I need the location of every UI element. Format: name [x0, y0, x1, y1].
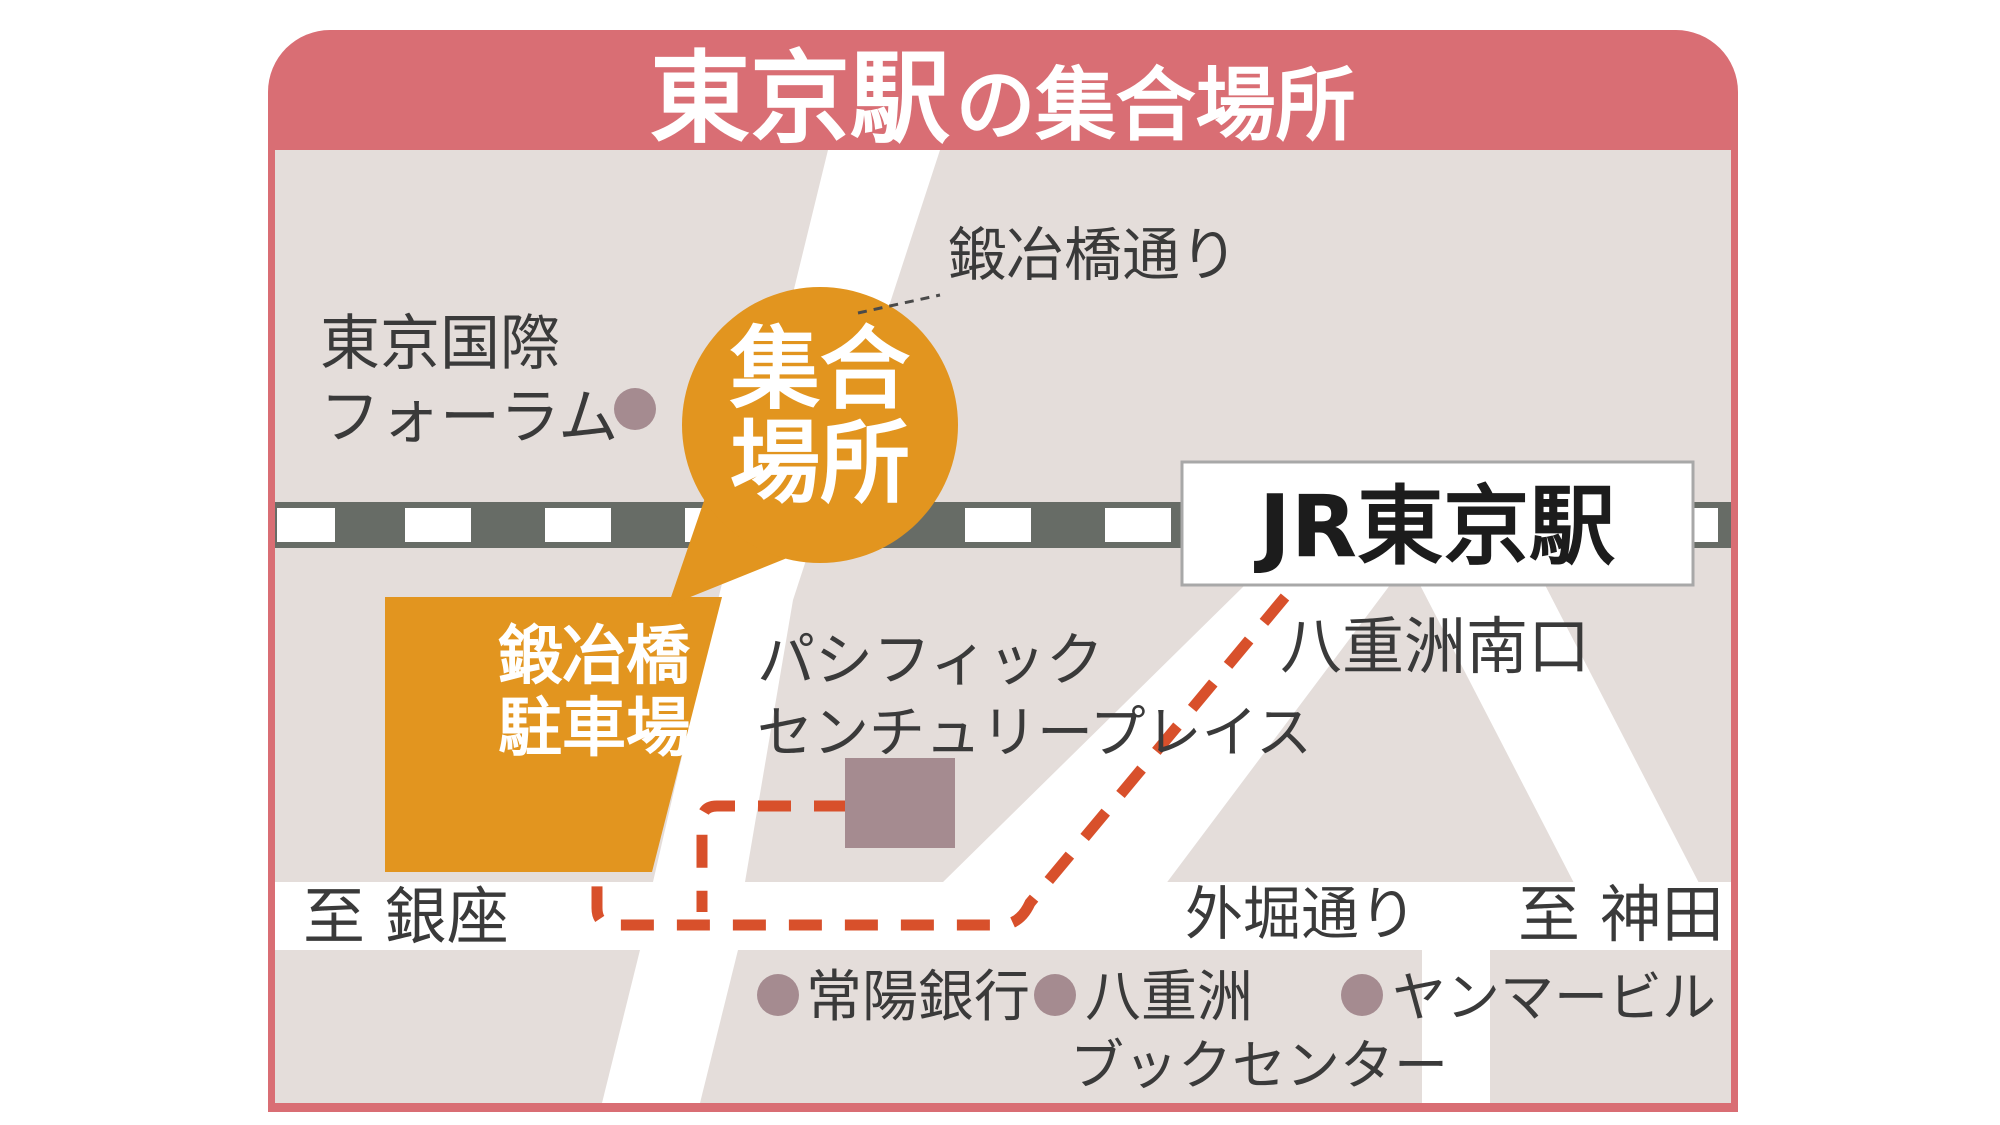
railway-tie: [1693, 508, 1718, 542]
jr-tokyo-station-label: JR東京駅: [1254, 477, 1615, 577]
yanmar-building-label: ヤンマービル: [1392, 966, 1716, 1029]
page-title-suffix: の集合場所: [956, 59, 1356, 152]
kajibashi-parking-label-line1: 鍛冶橋: [498, 620, 691, 694]
kajibashi-parking-label-line2: 駐車場: [498, 692, 690, 766]
to-ginza-label: 至 銀座: [303, 880, 509, 953]
pacific-label-line2: センチュリープレイス: [757, 701, 1312, 766]
railway-tie: [277, 508, 335, 542]
meeting-place-label-line2: 場所: [730, 411, 910, 516]
yaesu-south-exit-label: 八重洲南口: [1280, 610, 1590, 683]
page-title-main: 東京駅: [650, 40, 950, 157]
to-kanda-label: 至 神田: [1518, 878, 1724, 951]
road-kajibashi-dori-lower: [602, 950, 738, 1103]
kajibashi-dori-label: 鍛冶橋通り: [948, 221, 1238, 289]
pacific-century-building: [845, 758, 955, 848]
railway-tie: [965, 508, 1031, 542]
walking-route-spur: [696, 800, 847, 912]
landmark-dots: [614, 388, 1383, 1016]
jr-tokyo-station-box: JR東京駅: [1180, 460, 1695, 587]
joyo-bank-dot-icon: [757, 974, 799, 1016]
yaesu-book-dot-icon: [1034, 974, 1076, 1016]
page-title: 東京駅 の集合場所: [650, 40, 1356, 157]
pacific-label-line1: パシフィック: [757, 626, 1104, 694]
joyo-bank-label: 常陽銀行: [806, 965, 1030, 1030]
forum-label-line2: フォーラム: [320, 383, 618, 453]
balloon-tail: [668, 498, 802, 606]
sotobori-dori-label: 外堀通り: [1185, 880, 1417, 948]
kajibashi-parking-area: 鍛冶橋 駐車場: [385, 597, 722, 872]
yanmar-dot-icon: [1341, 974, 1383, 1016]
railway-tie: [545, 508, 611, 542]
railway-tie: [1105, 508, 1171, 542]
yaesu-book-label-line1: 八重洲: [1085, 965, 1253, 1030]
forum-dot-icon: [614, 388, 656, 430]
kajibashi-dori-leader-line: [857, 293, 941, 315]
road-sotobori-dori: [275, 882, 1731, 950]
kajibashi-dori-callout: 鍛冶橋通り: [857, 221, 1238, 315]
meeting-place-label-line1: 集合: [729, 317, 910, 422]
walking-route: [591, 593, 1290, 931]
balloon-circle: [682, 287, 958, 563]
jr-tokyo-station-bg: [1180, 460, 1695, 587]
road-bottom-right-vertical: [1422, 950, 1490, 1103]
forum-label-line1: 東京国際: [320, 309, 560, 379]
meeting-place-balloon-icon: 集合 場所: [668, 287, 958, 606]
yaesu-book-label-line2: ブックセンター: [1070, 1034, 1448, 1097]
road-station-approach-right: [1420, 585, 1700, 885]
railway-tie: [405, 508, 471, 542]
kajibashi-parking-shape: [385, 597, 722, 872]
walking-route-main: [591, 593, 1290, 931]
